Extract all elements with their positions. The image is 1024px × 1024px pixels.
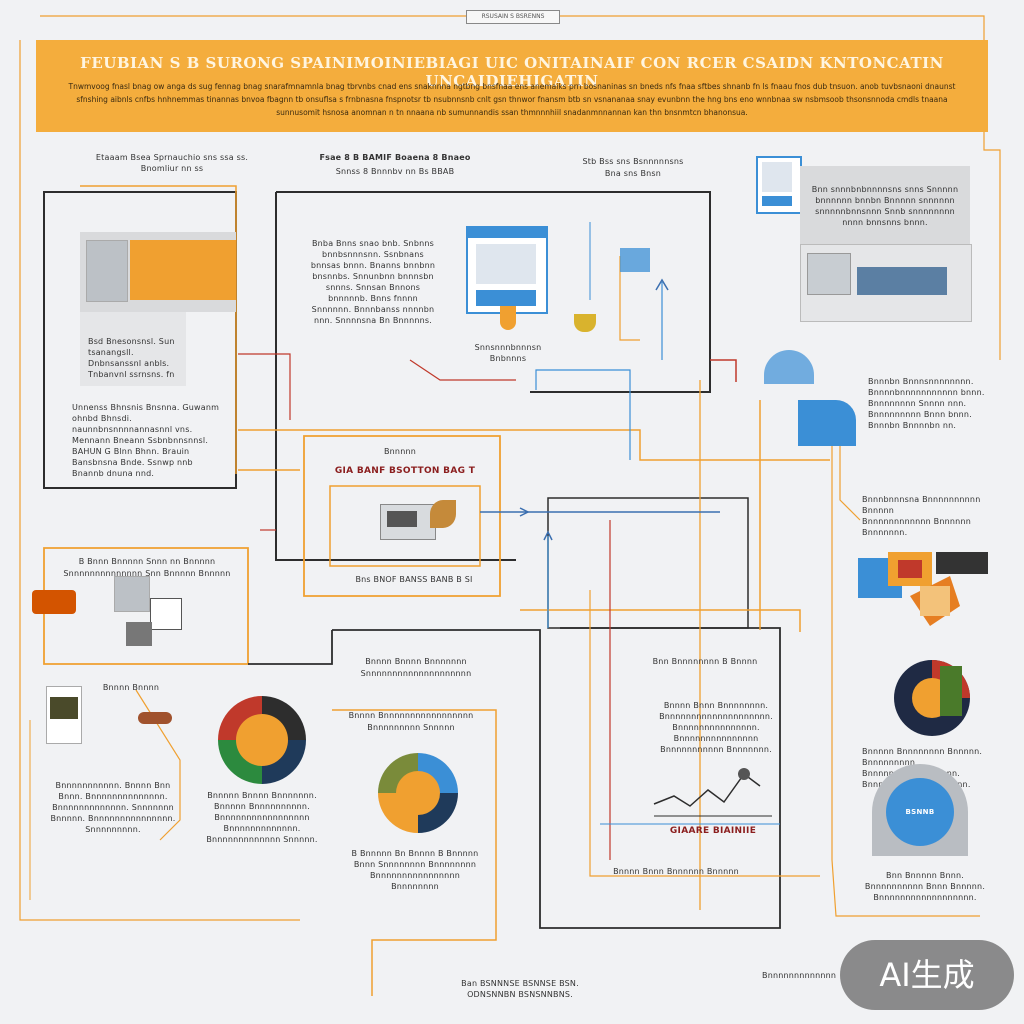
section3-subheading: Bna sns Bnsn	[604, 169, 662, 178]
section2-window-illustration	[466, 226, 548, 314]
top-tag: RSUSAIN S BSRENNS	[466, 10, 560, 24]
section2-splash-icon	[620, 248, 650, 272]
section6-orange-block	[32, 590, 76, 614]
section2-caption: Snnsnnnbnnnsn Bnbnnns	[474, 343, 542, 363]
section12-badge-panel: BSNNB	[872, 764, 968, 856]
section7-pipe-icon	[138, 712, 172, 724]
center-caption: Bns BNOF BANSS BANB B SI	[355, 575, 473, 584]
section3-building-illustration	[800, 244, 972, 322]
section3-heading: Stb Bss sns Bsnnnnnsns	[582, 157, 684, 166]
section10-line-chart	[653, 768, 772, 817]
section6-stack-illustration	[126, 622, 152, 646]
section5-body: Bnnnnnnnnnnnn Bnnnnnn Bnnnnnnn.	[862, 517, 971, 537]
section4-wave-icon	[764, 350, 814, 384]
banner: FEUBIAN S B SURONG SPAINIMOINIEBIAGI UIC…	[36, 40, 988, 132]
section1-note-panel	[80, 312, 186, 386]
banner-body: Tnwmvoog fnasl bnag ow anga ds sug fenna…	[68, 82, 956, 117]
section1-heading: Etaaam Bsea Sprnauchio sns ssa ss. Bnoml…	[95, 153, 249, 173]
section10-title: GIAARE BIAINIIE	[669, 826, 757, 836]
section9-box-heading: Bnnnn Bnnnnnnnnnnnnnnnnn	[348, 711, 474, 720]
section2-body: Bnba Bnns snao bnb. Snbnns bnnbsnnnsnn. …	[310, 239, 436, 325]
footer-text: Ban BSNNNSE BSNNSE BSN. ODNSNNBN BSNSNNB…	[461, 979, 579, 999]
section10-heading: Bnn Bnnnnnnnn B Bnnnn	[652, 657, 758, 666]
section1-body-b: Unnenss Bhnsnis Bnsnna. Guwanm ohnbd Bhn…	[72, 403, 220, 478]
section2-pot-icon	[574, 314, 596, 332]
donut-chart-left	[218, 696, 306, 784]
section2-subheading: Snnss 8 Bnnnbv nn Bs BBAB	[335, 167, 455, 176]
section6-frame-illustration	[150, 598, 182, 630]
section4-cube-icon	[798, 400, 856, 446]
section13-body: Bnn Bnnnnn Bnnn. Bnnnnnnnnnn Bnnn Bnnnnn…	[864, 871, 986, 902]
section9-subheading: Snnnnnnnnnnnnnnnnnnnn	[360, 669, 472, 678]
ai-generated-watermark: AI生成	[840, 940, 1014, 1010]
donut-chart-center	[378, 753, 458, 833]
section6-box-illustration	[114, 576, 150, 612]
section5-puzzle-illustration	[858, 552, 988, 626]
section6-heading: B Bnnn Bnnnnn Snnn nn Bnnnnn	[78, 557, 216, 566]
center-brush-icon	[430, 500, 456, 528]
section4-body: Bnnnbn Bnnnsnnnnnnnn. Bnnnnbnnnnnnnnnnn …	[868, 377, 985, 430]
section3-document-icon	[756, 156, 802, 214]
section7-body: Bnnnnnnnnnnn. Bnnnn Bnn Bnnn. Bnnnnnnnnn…	[50, 781, 176, 834]
footer-right-text: Bnnnnnnnnnnnnn	[762, 971, 837, 980]
section5-heading: Bnnnbnnnsna Bnnnnnnnnnn Bnnnnn	[862, 495, 981, 515]
section10-body: Bnnnn Bnnn Bnnnnnnnn. Bnnnnnnnnnnnnnnnnn…	[659, 701, 773, 754]
section8-body: Bnnnnn Bnnnn Bnnnnnnn. Bnnnnn Bnnnnnnnnn…	[206, 791, 318, 844]
section9-box-body: Bnnnnnnnnn Snnnnn	[367, 723, 455, 732]
section7-heading: Bnnnn Bnnnn	[102, 683, 160, 692]
section9-body: B Bnnnnn Bn Bnnnn B Bnnnnn Bnnn Snnnnnnn…	[351, 849, 479, 891]
section7-jar-illustration	[46, 686, 82, 744]
center-title: GIA BANF BSOTTON BAG T	[334, 466, 476, 476]
section3-info-box: Bnn snnnbnbnnnnsns snns Snnnnn bnnnnnn b…	[800, 166, 970, 244]
section9-heading: Bnnnn Bnnnn Bnnnnnnn	[365, 657, 467, 666]
section2-plant-icon	[500, 306, 516, 330]
section10-caption: Bnnnn Bnnn Bnnnnnn Bnnnnn	[613, 867, 739, 876]
section1-screenshot	[80, 232, 236, 312]
donut-chart-right	[894, 660, 970, 736]
section3-box-text: Bnn snnnbnbnnnnsns snns Snnnnn bnnnnnn b…	[811, 185, 959, 227]
section2-heading: Fsae 8 B BAMIF Boaena 8 Bnaeo	[319, 153, 471, 162]
center-tag: Bnnnnn	[383, 447, 417, 456]
section6-body: Snnnnnnnnnnnnnn Snn Bnnnnn Bnnnnn	[63, 569, 231, 578]
section1-body-a: Bsd Bnesonsnsl. Sun tsanangsll. Dnbnsans…	[88, 337, 175, 379]
section12-badge-label: BSNNB	[905, 808, 935, 816]
banner-title: FEUBIAN S B SURONG SPAINIMOINIEBIAGI UIC…	[80, 54, 944, 90]
center-device-illustration	[380, 504, 436, 540]
